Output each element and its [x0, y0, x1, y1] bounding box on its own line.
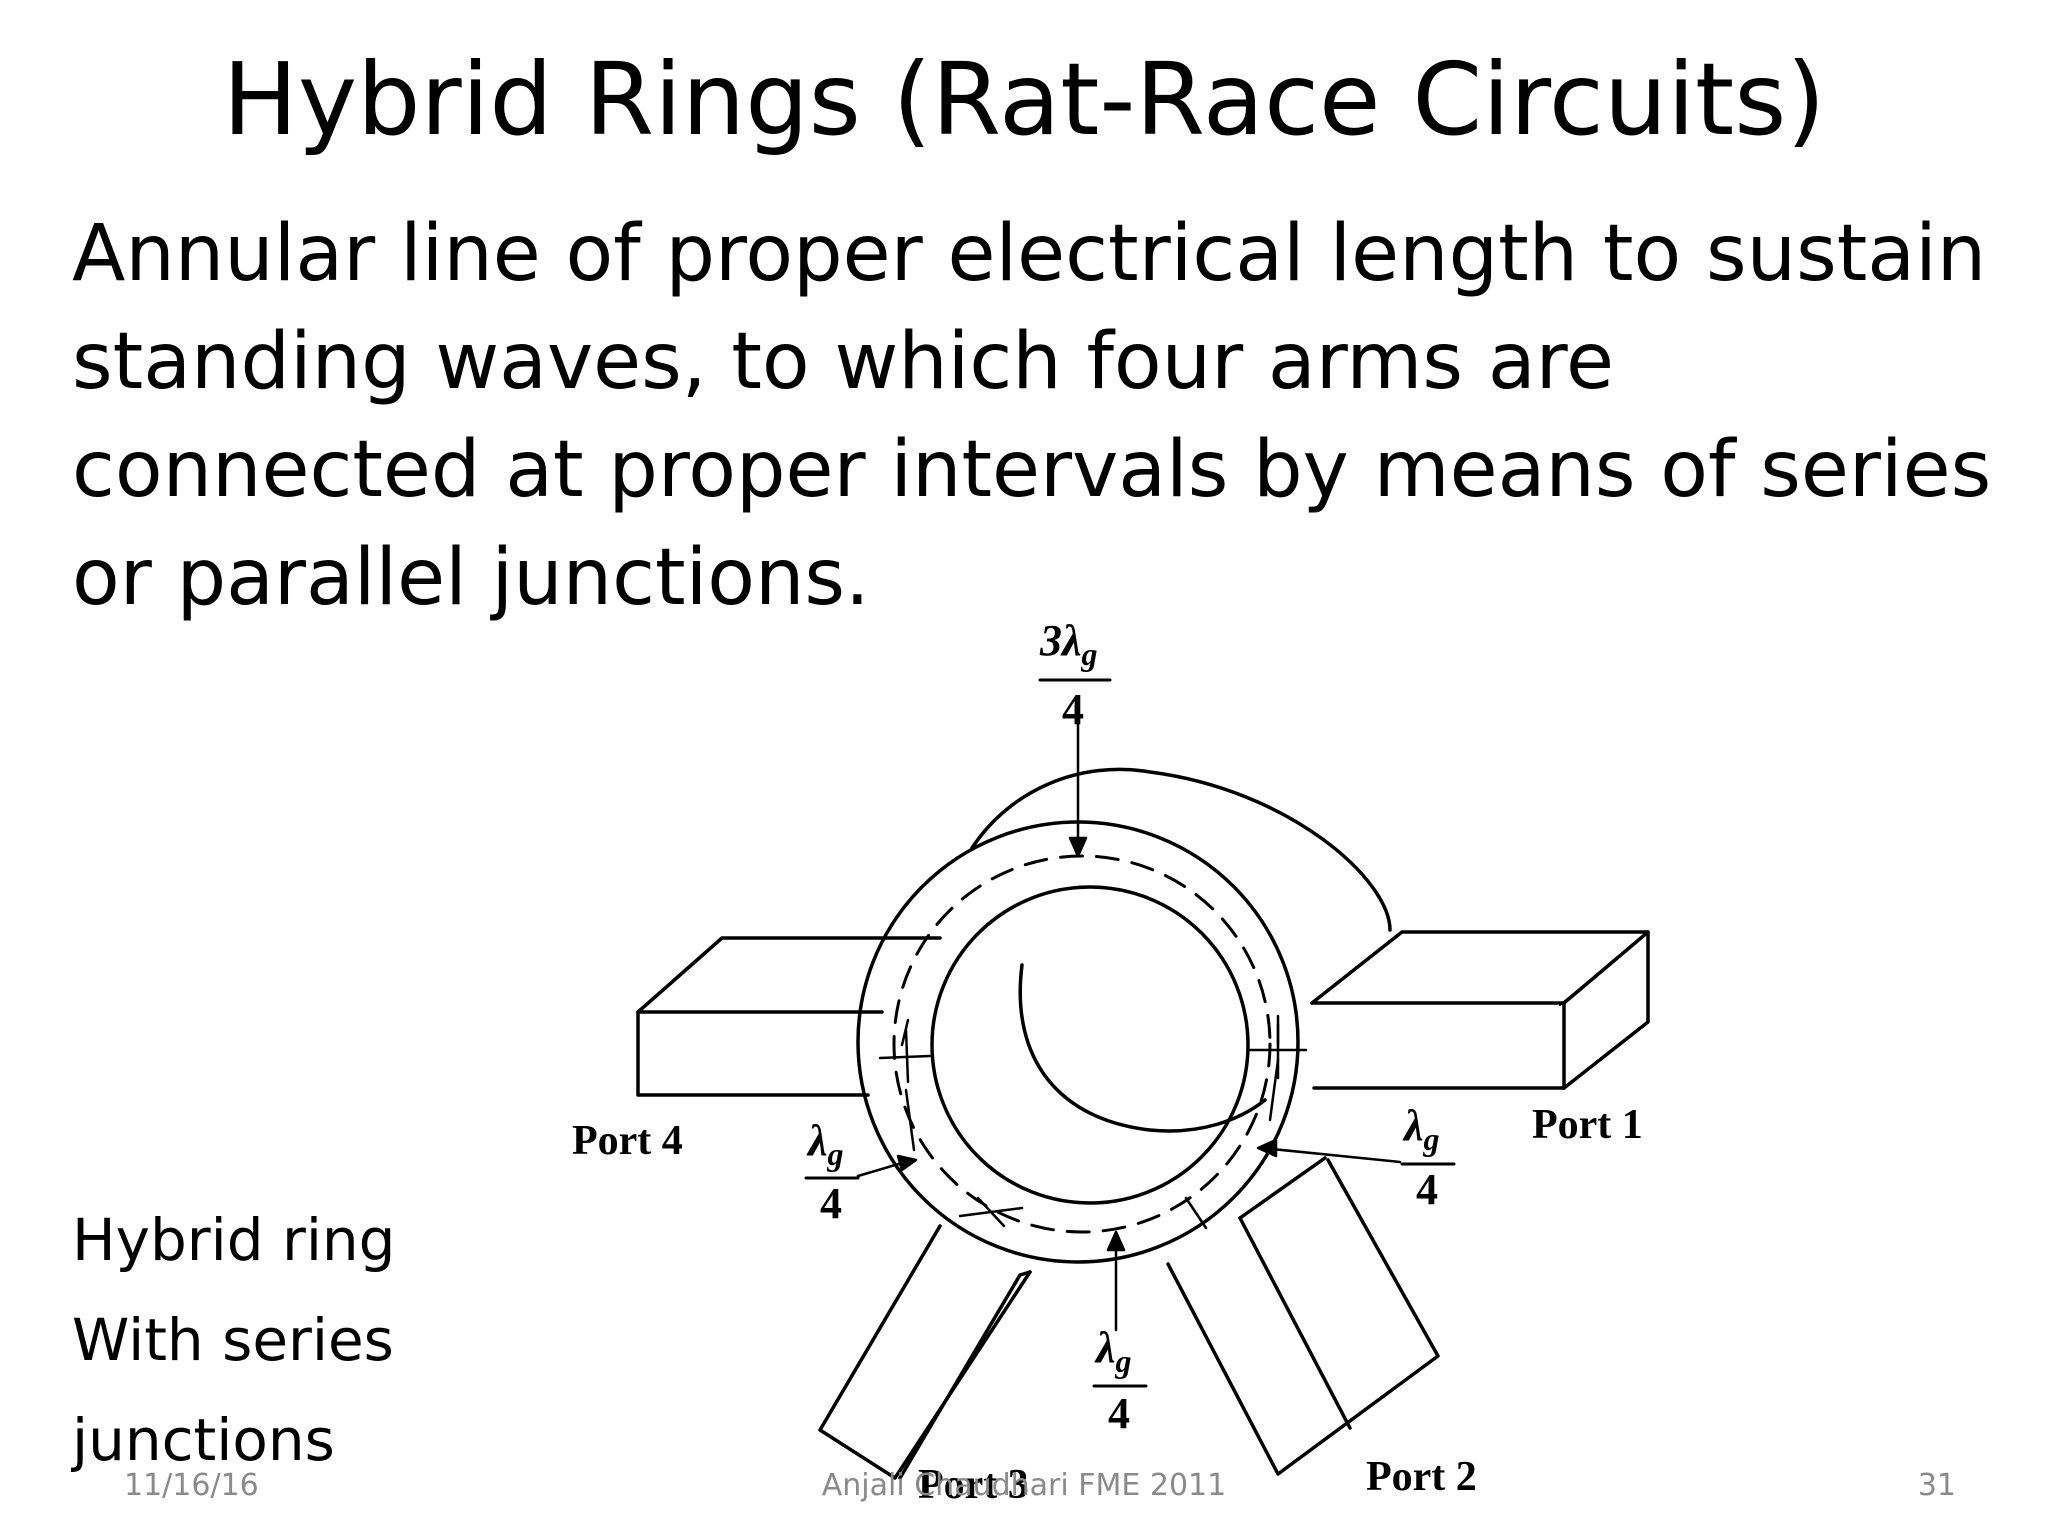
svg-text:λg: λg: [806, 1116, 844, 1172]
port3-arm: [818, 1224, 1032, 1480]
port2-arm: [1166, 1156, 1440, 1476]
footer-page-number: 31: [1917, 1468, 1956, 1503]
bottom-dim-numerator: λ: [1094, 1323, 1116, 1372]
port4-arm: [636, 936, 942, 1097]
port4-label: Port 4: [572, 1118, 683, 1164]
fraction-bars: [804, 678, 1456, 1388]
ring-mean-dashed: [892, 854, 1272, 1234]
footer-date: 11/16/16: [124, 1468, 259, 1503]
slide-title: Hybrid Rings (Rat-Race Circuits): [222, 41, 1826, 158]
left-dim-sub: g: [827, 1136, 844, 1172]
figure-caption: Hybrid ring With series junctions: [72, 1190, 472, 1490]
caption-line-3: junctions: [72, 1406, 335, 1474]
ring-back-curve: [970, 767, 1392, 932]
right-dim-sub: g: [1423, 1121, 1440, 1157]
dimension-labels: 3λg 4 λg 4 λg 4 λg 4: [806, 616, 1440, 1438]
ring-inner-crescent: [1018, 963, 1267, 1133]
svg-text:λg: λg: [1402, 1101, 1440, 1157]
svg-text:λg: λg: [1094, 1323, 1132, 1379]
ring-inner: [930, 885, 1250, 1205]
port1-arm: [1310, 930, 1650, 1090]
left-dim-denominator: 4: [820, 1179, 842, 1228]
port2-label: Port 2: [1366, 1454, 1477, 1500]
left-dim-numerator: λ: [806, 1116, 828, 1165]
dimension-marks: [856, 698, 1402, 1332]
port3-label: Port 3: [918, 1462, 1029, 1508]
right-dim-numerator: λ: [1402, 1101, 1424, 1150]
right-dim-denominator: 4: [1416, 1165, 1438, 1214]
top-dim-denominator: 4: [1062, 685, 1084, 734]
svg-text:3λg: 3λg: [1039, 616, 1098, 672]
top-dim-sub: g: [1081, 636, 1098, 672]
caption-line-1: Hybrid ring: [72, 1206, 396, 1274]
top-dim-numerator: 3λ: [1039, 616, 1082, 665]
bottom-dim-denominator: 4: [1108, 1389, 1130, 1438]
port-labels: Port 4 Port 1 Port 2 Port 3: [572, 1102, 1643, 1508]
slide-body-text: Annular line of proper electrical length…: [72, 209, 1992, 623]
bottom-dim-sub: g: [1115, 1343, 1132, 1379]
port1-label: Port 1: [1532, 1102, 1643, 1148]
footer-author: Anjali Chaudhari FME 2011: [821, 1468, 1227, 1503]
caption-line-2: With series: [72, 1306, 394, 1374]
